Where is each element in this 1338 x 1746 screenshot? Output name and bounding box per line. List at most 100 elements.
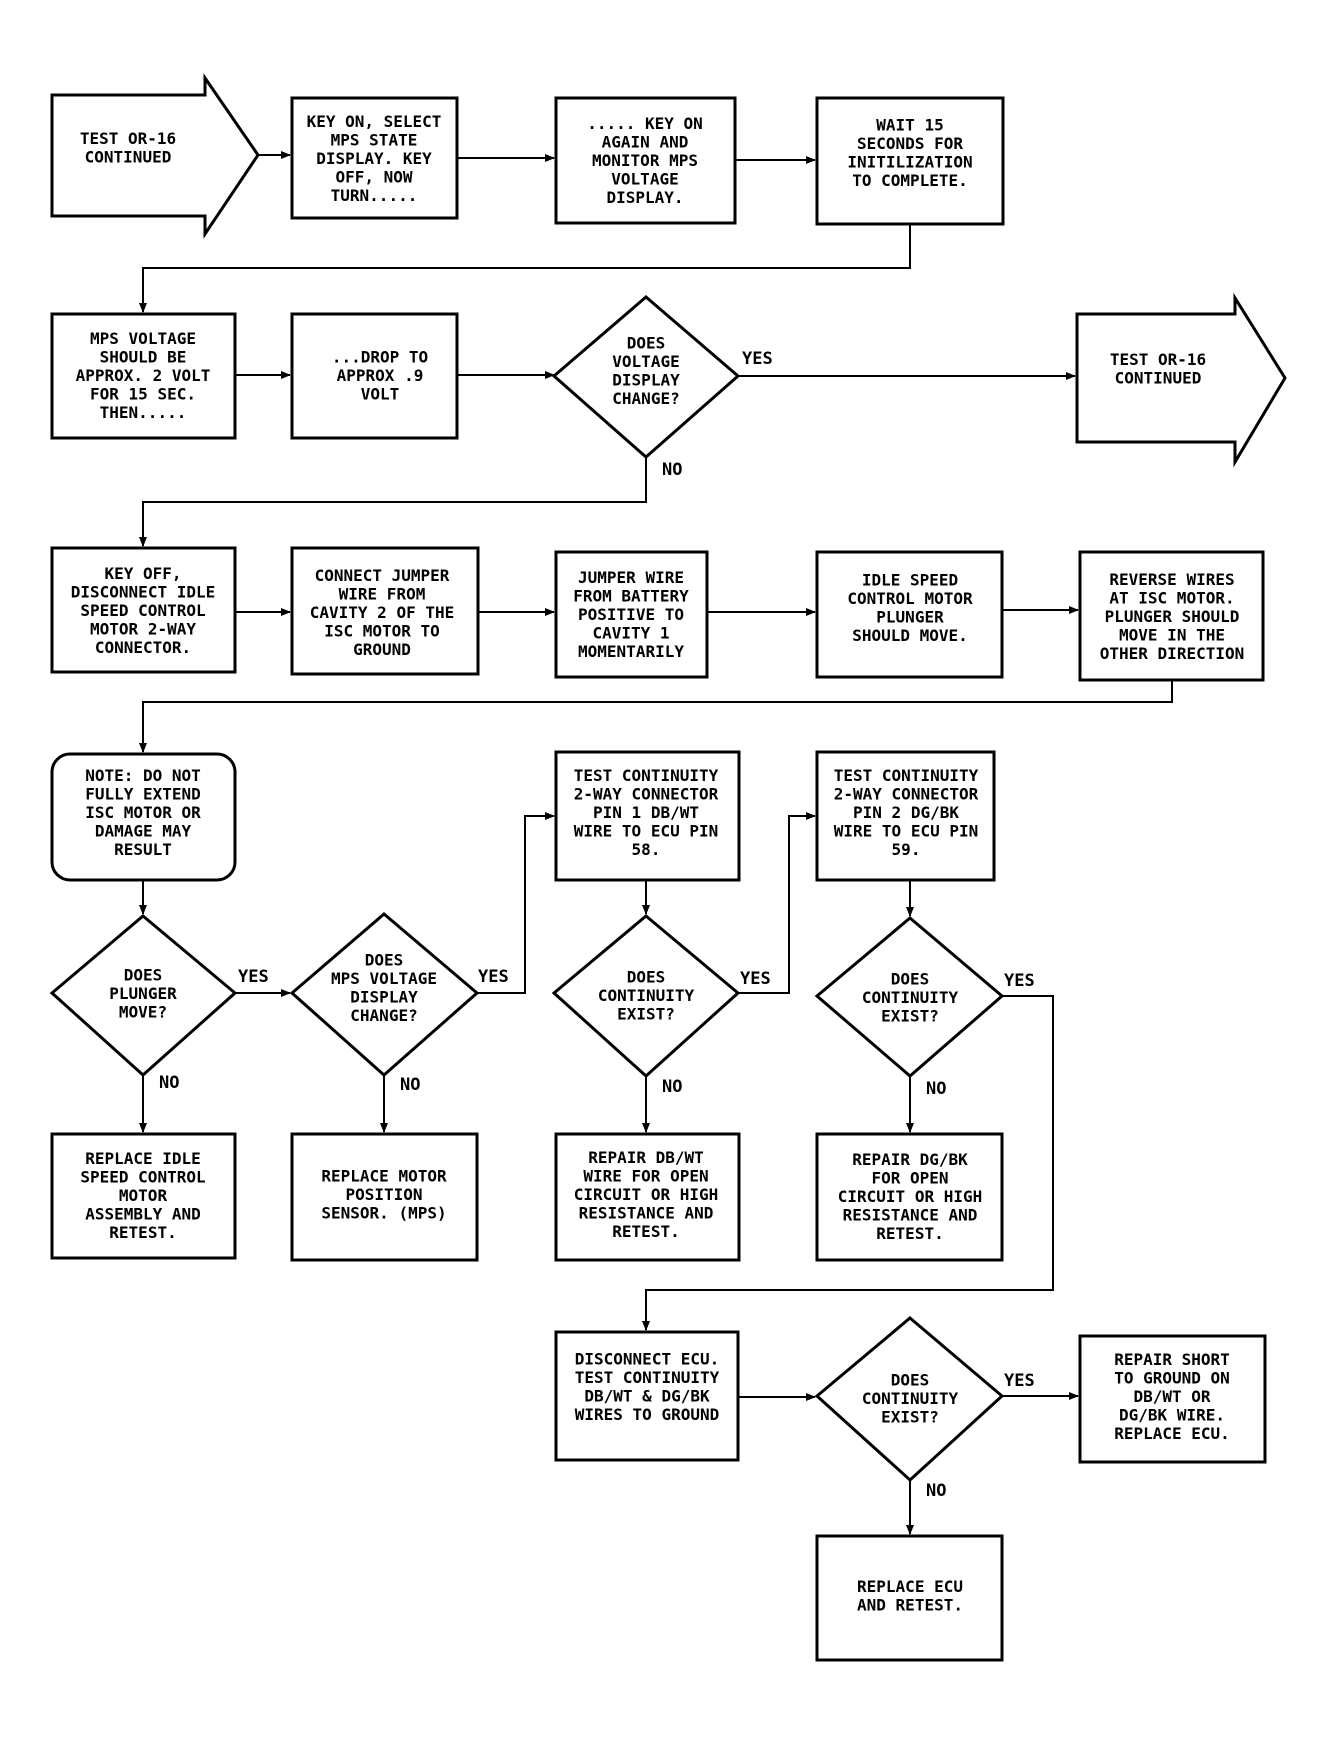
text-line: MOTOR 2-WAY xyxy=(90,620,196,639)
text-line: EXIST? xyxy=(617,1005,675,1024)
continuity-q2-diamond xyxy=(814,916,1005,1078)
drop-to-box xyxy=(290,312,459,440)
text-line: SPEED CONTROL xyxy=(80,1168,205,1187)
text-line: SPEED CONTROL xyxy=(80,601,205,620)
text-line: TEST CONTINUITY xyxy=(834,766,979,785)
text-line: REPLACE IDLE xyxy=(85,1149,201,1168)
label-no-mps-change: NO xyxy=(400,1075,420,1095)
text-line: REPLACE MOTOR xyxy=(321,1167,447,1186)
text-line: MPS STATE xyxy=(331,131,418,150)
label-yes-mps-change: YES xyxy=(478,967,509,987)
text-line: EXIST? xyxy=(881,1007,939,1026)
label-no-plunger-move: NO xyxy=(159,1073,179,1093)
text-line: RESISTANCE AND xyxy=(843,1206,978,1225)
replace-isc-box xyxy=(50,1132,237,1260)
text-line: CONNECT JUMPER xyxy=(315,566,450,585)
text-line: CONTINUITY xyxy=(598,986,695,1005)
text-line: DISCONNECT ECU. xyxy=(575,1349,720,1368)
text-line: WAIT 15 xyxy=(876,115,943,134)
connectors xyxy=(139,151,1173,1535)
text-line: 58. xyxy=(632,840,661,859)
text-line: RETEST. xyxy=(612,1222,679,1241)
text-line: DOES xyxy=(124,966,163,985)
text-line: APPROX. 2 VOLT xyxy=(76,366,211,385)
connector-continuity-q2-yes-to-disconnect-ecu xyxy=(642,995,1054,1331)
text-line: MPS VOLTAGE xyxy=(90,329,196,348)
text-line: REPAIR DB/WT xyxy=(588,1148,704,1167)
text-line: CONTINUITY xyxy=(862,988,959,1007)
text-line: DISPLAY xyxy=(612,370,680,389)
text-line: DOES xyxy=(891,1371,930,1390)
text-line: 2-WAY CONNECTOR xyxy=(574,785,719,804)
text-line: DISPLAY. KEY xyxy=(316,149,432,168)
text-line: ISC MOTOR TO xyxy=(324,622,440,641)
start-arrow-shape xyxy=(50,73,260,239)
text-line: EXIST? xyxy=(881,1408,939,1427)
text-line: MPS VOLTAGE xyxy=(331,969,437,988)
continuity-q1-diamond xyxy=(551,914,741,1079)
text-line: AND RETEST. xyxy=(857,1595,963,1614)
text-line: FOR OPEN xyxy=(871,1169,948,1188)
text-line: MOTOR xyxy=(119,1186,168,1205)
repair-dbwt-box xyxy=(554,1132,741,1262)
text-line: CIRCUIT OR HIGH xyxy=(574,1185,719,1204)
text-line: TURN..... xyxy=(331,186,418,205)
text-line: FULLY EXTEND xyxy=(85,785,201,804)
text-line: WIRE FOR OPEN xyxy=(583,1167,708,1186)
key-on-again-box xyxy=(554,96,737,225)
wait-15-box xyxy=(815,96,1005,226)
text-line: VOLTAGE xyxy=(612,352,679,371)
text-line: TEST OR-16 xyxy=(80,129,176,148)
disconnect-ecu-box xyxy=(554,1330,740,1462)
text-line: FROM BATTERY xyxy=(573,587,689,606)
reverse-wires-box xyxy=(1078,550,1265,682)
text-line: 59. xyxy=(892,840,921,859)
text-line: NOTE: DO NOT xyxy=(85,766,201,785)
shapes xyxy=(49,73,1287,1662)
end-arrow-shape xyxy=(1075,292,1287,468)
text-line: INITILIZATION xyxy=(847,152,972,171)
text-line: VOLTAGE xyxy=(611,170,678,189)
text-line: KEY OFF, xyxy=(104,564,181,583)
replace-ecu-box xyxy=(815,1534,1004,1662)
text-line: APPROX .9 xyxy=(337,366,424,385)
text-line: ...DROP TO xyxy=(332,348,428,367)
label-no-continuity-q1: NO xyxy=(662,1077,682,1097)
text-line: WIRES TO GROUND xyxy=(575,1405,720,1424)
text-line: WIRE TO ECU PIN xyxy=(574,822,719,841)
text-line: DOES xyxy=(365,950,404,969)
label-yes-continuity-q3: YES xyxy=(1004,1371,1035,1391)
connector-mps-q-yes-to-test-pin1 xyxy=(477,812,555,994)
text-line: POSITION xyxy=(345,1185,422,1204)
connector-reverse-to-note xyxy=(139,680,1173,753)
text-line: DOES xyxy=(891,970,930,989)
label-yes-continuity-q2: YES xyxy=(1004,971,1035,991)
label-yes-plunger-move: YES xyxy=(238,967,269,987)
mps-change-diamond xyxy=(289,912,480,1078)
text-line: VOLT xyxy=(361,385,400,404)
plunger-move-diamond xyxy=(49,914,238,1078)
text-line: DOES xyxy=(627,968,666,987)
text-line: CAVITY 2 OF THE xyxy=(310,603,455,622)
text-line: AGAIN AND xyxy=(602,133,689,152)
text-line: TEST OR-16 xyxy=(1110,350,1206,369)
text-line: PIN 1 DB/WT xyxy=(593,803,699,822)
